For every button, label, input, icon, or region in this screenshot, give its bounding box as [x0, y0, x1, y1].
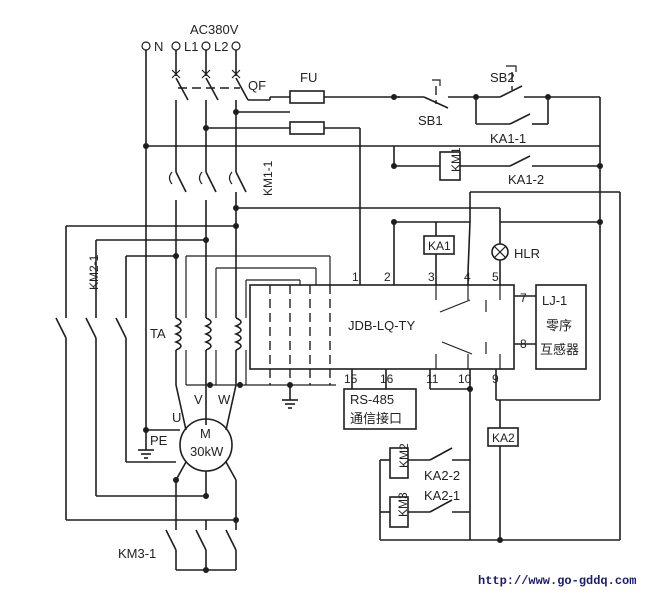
coil-ka2: KA2 — [487, 400, 519, 540]
relay-pin-16: 16 — [380, 372, 394, 386]
relay-pin-3: 3 — [428, 270, 435, 284]
relay-pin-15: 15 — [344, 372, 358, 386]
contactor-km2-1: KM2-1 — [55, 254, 127, 346]
hlr-label: HLR — [514, 246, 540, 261]
contactor-km3-1: KM3-1 — [118, 520, 237, 573]
relay-pin-10: 10 — [458, 372, 472, 386]
relay-pin-7: 7 — [520, 291, 527, 305]
relay-pin-2: 2 — [384, 270, 391, 284]
relay-pin-1: 1 — [352, 270, 359, 284]
terminal-n-label: N — [154, 39, 163, 54]
km1-coil-label: KM1 — [449, 147, 463, 172]
km3-1-label: KM3-1 — [118, 546, 156, 561]
zero-sequence-ct-lj1: LJ-1 零序 互感器 — [535, 284, 587, 370]
fuse-fu: FU — [289, 70, 325, 135]
km1-1-label: KM1-1 — [261, 160, 275, 196]
sb2-label: SB2 — [490, 70, 515, 85]
coil-km2: KM2 — [380, 443, 430, 479]
breaker-qf-label: QF — [248, 78, 266, 93]
km2-1-label: KM2-1 — [87, 254, 101, 290]
lj1-type-2: 互感器 — [540, 342, 579, 357]
ta-label: TA — [150, 326, 166, 341]
rs485-desc-label: 通信接口 — [350, 411, 402, 426]
pe-ground-icon: PE — [138, 427, 180, 459]
terminal-w-label: W — [218, 392, 231, 407]
coil-ka1: KA1 — [423, 222, 455, 285]
motor-rating-label: 30kW — [190, 444, 224, 459]
stop-button-sb1: SB1 — [394, 79, 476, 128]
main-breaker-qf: QF — [171, 50, 266, 101]
rs485-interface: RS-485 通信接口 — [343, 388, 417, 430]
rs485-label: RS-485 — [350, 392, 394, 407]
contact-ka2-1: KA2-1 — [424, 488, 470, 513]
lj1-type-1: 零序 — [546, 318, 572, 333]
motor-m: M 30kW — [179, 418, 233, 472]
coil-km3: KM3 — [380, 492, 430, 528]
terminal-u-label: U — [172, 410, 181, 425]
lamp-hlr: HLR — [491, 222, 540, 285]
current-transformer-ta: TA — [150, 317, 242, 351]
lj1-label: LJ-1 — [542, 293, 567, 308]
protector-jdb-lq-ty: JDB-LQ-TY 1 2 3 4 5 15 16 11 10 9 7 8 — [249, 270, 527, 386]
relay-pin-11: 11 — [426, 372, 439, 386]
pe-label: PE — [150, 433, 168, 448]
sb1-label: SB1 — [418, 113, 443, 128]
terminal-l1-label: L1 — [184, 39, 198, 54]
contact-ka2-2: KA2-2 — [424, 447, 470, 483]
ka1-coil-label: KA1 — [428, 239, 451, 253]
coil-km1: KM1 — [393, 146, 510, 181]
contactor-km1-1: KM1-1 — [168, 160, 275, 226]
start-button-sb2: SB2 — [476, 65, 548, 98]
km2-coil-label: KM2 — [397, 443, 411, 468]
km3-coil-label: KM3 — [396, 492, 410, 517]
watermark-url: http://www.go-gddq.com — [478, 574, 636, 588]
terminal-l2-label: L2 — [214, 39, 228, 54]
contact-ka1-1: KA1-1 — [475, 97, 549, 146]
ka2-1-label: KA2-1 — [424, 488, 460, 503]
ka1-2-label: KA1-2 — [508, 172, 544, 187]
supply-terminal-l3 — [231, 41, 241, 51]
motor-m-label: M — [200, 426, 211, 441]
terminal-v-label: V — [194, 392, 203, 407]
supply-voltage-label: AC380V — [190, 22, 239, 37]
fuse-fu-label: FU — [300, 70, 317, 85]
ka2-2-label: KA2-2 — [424, 468, 460, 483]
ground-icon — [282, 385, 298, 409]
relay-pin-5: 5 — [492, 270, 499, 284]
ka1-1-label: KA1-1 — [490, 131, 526, 146]
ka2-coil-label: KA2 — [492, 431, 515, 445]
relay-model-label: JDB-LQ-TY — [348, 318, 416, 333]
contact-ka1-2: KA1-2 — [508, 155, 600, 187]
